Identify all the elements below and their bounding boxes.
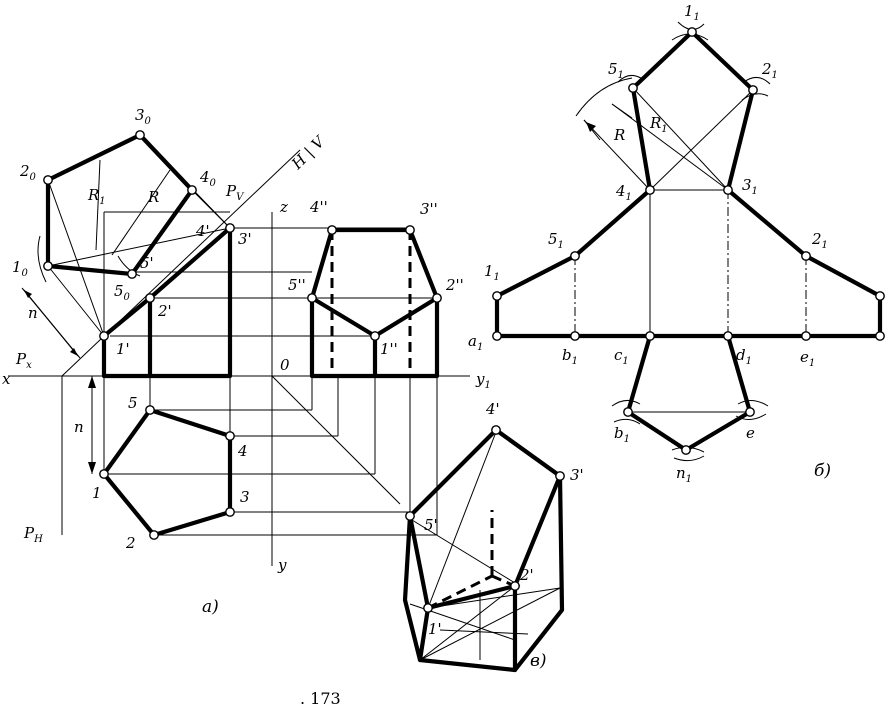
label-2-dprime: 2'' [445,276,464,294]
label-Pv: PV [225,182,245,203]
label-b-m2-1: 21 [811,230,828,251]
caption-a: а) [202,597,219,617]
label-b-d-1: d1 [736,346,752,367]
label-b-ee: e [746,424,755,442]
label-b-m5-1: 51 [548,230,564,251]
iso-construction [409,431,561,661]
label-R1: R1 [87,186,106,207]
label-b-c-1: c1 [614,346,629,367]
front-view-outline [101,225,233,379]
label-3-prime: 3' [238,230,252,248]
caption-b: б) [814,461,831,481]
label-5-0: 50 [114,282,131,303]
label-O: 0 [280,356,290,374]
label-4-dprime: 4'' [309,198,328,216]
label-b-3-1: 31 [742,176,758,197]
view-a-labels: 30 20 40 10 50 R1 R n n PV Px PH x z 0 y… [2,106,491,574]
label-1-0: 10 [12,258,29,279]
label-b-R: R [613,126,625,144]
transfer-lines [103,211,438,536]
label-b-5-1: 51 [608,60,624,81]
top-view-pentagon [101,407,233,538]
view-b-development: 11 51 21 R R1 41 31 51 21 11 a1 b1 c1 d1… [468,2,885,485]
label-h5: 5 [128,394,138,412]
label-v-3-prime: 3' [570,466,584,484]
view-v-labels: 4' 3' 5' 2' 1' [424,400,584,638]
view-a-orthographic: 30 20 40 10 50 R1 R n n PV Px PH x z 0 y… [2,106,491,617]
label-3-0: 30 [135,106,152,127]
label-h1: 1 [92,484,102,502]
label-b-e-1: e1 [800,348,815,369]
label-y1: y1 [475,370,491,391]
label-b-2-1: 21 [761,60,778,81]
label-b-1-1: 11 [684,2,700,23]
caption-v: в) [530,651,547,671]
true-shape-edge-10-50 [45,263,135,277]
label-3-dprime: 3'' [420,200,438,218]
view-b-labels: 11 51 21 R R1 41 31 51 21 11 a1 b1 c1 d1… [468,2,828,485]
view-v-isometric: 4' 3' 5' 2' 1' в) [402,400,584,673]
label-h4: 4 [237,442,248,460]
axis-pv-trace [61,149,301,377]
label-b-l1-1: 11 [484,262,500,283]
label-b-b-1: b1 [562,346,578,367]
label-b-n-1: n1 [676,464,692,485]
dimension-n-bottom [88,376,96,474]
iso-outline [402,427,565,673]
label-1-prime: 1' [116,340,130,358]
label-2-0: 20 [19,162,37,183]
view-a-points [43,130,442,540]
dimension-R-arrows [583,103,633,141]
label-2-prime: 2' [157,302,172,320]
label-v-1-prime: 1' [428,620,442,638]
label-b-bb-1: b1 [614,424,630,445]
label-axis-hv: H | V [287,131,329,173]
label-v-5-prime: 5' [424,516,438,534]
dimension-n-top [23,289,79,357]
label-5-dprime: 5'' [288,276,306,294]
label-b-a-1: a1 [468,332,483,353]
figure-number: . 173 [300,689,341,708]
label-v-4-prime: 4' [485,400,500,418]
label-R: R [147,188,159,206]
label-x: x [2,370,11,388]
label-b-4-1: 41 [615,182,632,203]
label-Px: Px [15,350,32,371]
label-5-prime: 5' [140,254,154,272]
label-4-prime: 4' [195,222,210,240]
view-v-points [405,425,565,613]
label-Ph: PH [23,524,43,545]
label-1-dprime: 1'' [380,340,398,358]
label-n-top: n [28,304,38,322]
label-b-R1: R1 [649,114,668,135]
iso-hidden-lines [427,510,516,610]
label-y: y [277,556,287,574]
view-b-points [492,27,885,455]
label-h2: 2 [125,534,136,552]
label-z: z [279,198,288,216]
true-shape-polygon [45,132,195,277]
side-view [309,227,440,379]
label-h3: 3 [240,488,250,506]
label-v-2-prime: 2' [519,566,534,584]
label-4-0: 40 [199,168,217,189]
label-n-bottom: n [74,418,84,436]
